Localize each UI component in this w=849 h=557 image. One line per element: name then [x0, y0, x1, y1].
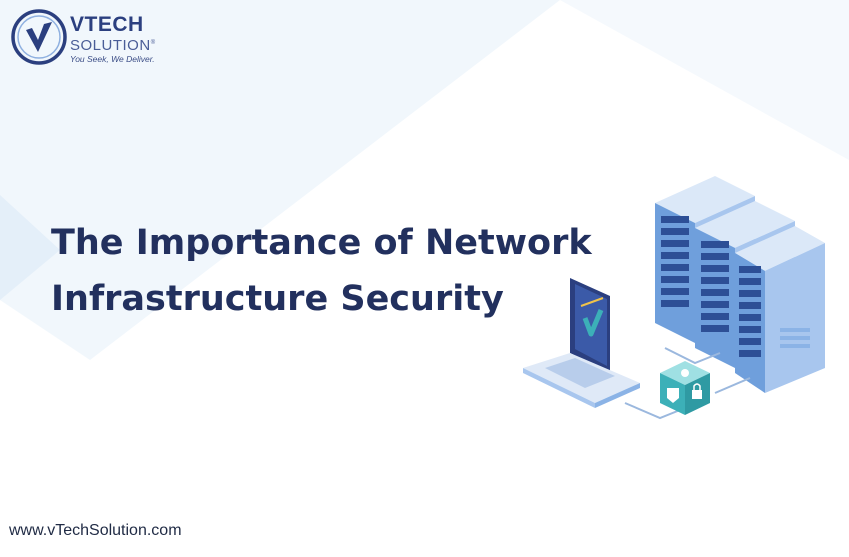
gear-icon	[681, 369, 689, 377]
website-url[interactable]: www.vTechSolution.com	[9, 522, 182, 539]
brand-tagline: You Seek, We Deliver.	[70, 54, 155, 64]
title-line-2: Infrastructure Security	[51, 279, 504, 319]
page-title: The Importance of Network Infrastructure…	[51, 215, 592, 327]
lock-icon	[692, 390, 702, 399]
shield-check-icon	[660, 361, 710, 415]
laptop-icon	[523, 278, 640, 408]
brand-name-line1: VTECH	[70, 13, 144, 36]
vtech-logo-icon	[11, 9, 67, 65]
title-line-1: The Importance of Network	[51, 223, 592, 263]
brand-logo[interactable]: VTECH SOLUTION® You Seek, We Deliver.	[10, 8, 180, 68]
server-rack-icon	[735, 226, 825, 393]
brand-name-line2: SOLUTION®	[70, 37, 156, 54]
network-security-illustration	[523, 176, 825, 420]
